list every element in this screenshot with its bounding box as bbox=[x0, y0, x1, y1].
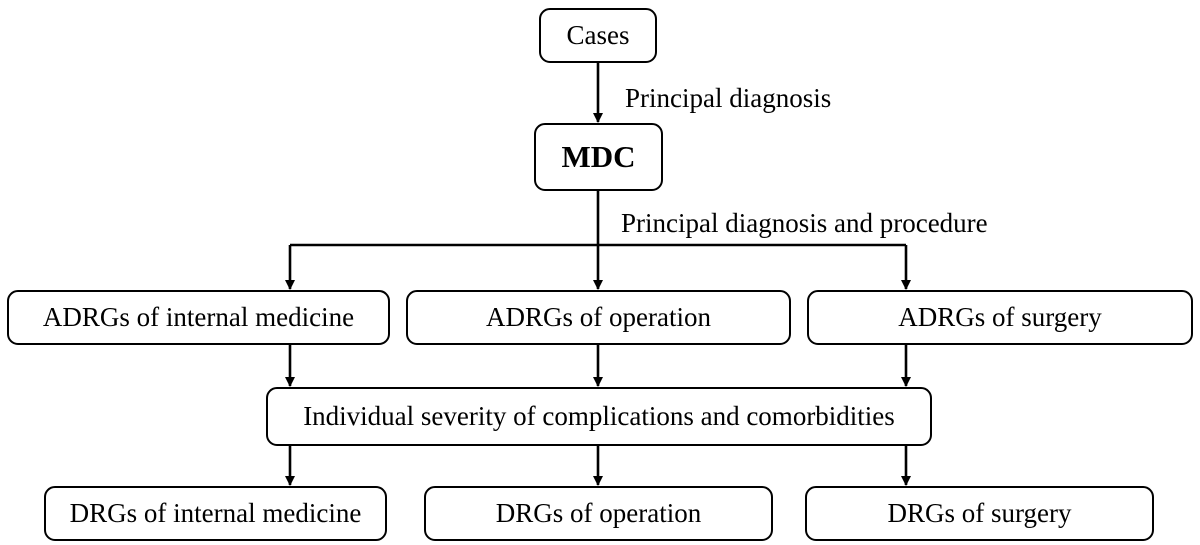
node-mdc: MDC bbox=[534, 123, 663, 191]
node-drg-internal-medicine-label: DRGs of internal medicine bbox=[69, 498, 362, 528]
node-adrg-internal-medicine-label: ADRGs of internal medicine bbox=[42, 302, 355, 332]
node-drg-operation: DRGs of operation bbox=[424, 486, 773, 541]
node-severity: Individual severity of complications and… bbox=[266, 387, 932, 446]
node-adrg-operation: ADRGs of operation bbox=[406, 290, 791, 345]
node-drg-surgery: DRGs of surgery bbox=[805, 486, 1154, 541]
node-mdc-label: MDC bbox=[561, 139, 636, 174]
node-adrg-surgery-label: ADRGs of surgery bbox=[898, 302, 1102, 332]
node-cases: Cases bbox=[539, 8, 657, 63]
node-drg-operation-label: DRGs of operation bbox=[495, 498, 702, 528]
node-cases-label: Cases bbox=[566, 20, 630, 50]
node-adrg-surgery: ADRGs of surgery bbox=[807, 290, 1193, 345]
edge-label-principal-diagnosis: Principal diagnosis bbox=[625, 83, 832, 113]
node-adrg-internal-medicine: ADRGs of internal medicine bbox=[7, 290, 390, 345]
node-drg-surgery-label: DRGs of surgery bbox=[887, 498, 1072, 528]
edge-label-principal-diagnosis-and-procedure: Principal diagnosis and procedure bbox=[621, 208, 988, 238]
node-severity-label: Individual severity of complications and… bbox=[303, 401, 895, 431]
node-drg-internal-medicine: DRGs of internal medicine bbox=[44, 486, 387, 541]
node-adrg-operation-label: ADRGs of operation bbox=[486, 302, 711, 332]
